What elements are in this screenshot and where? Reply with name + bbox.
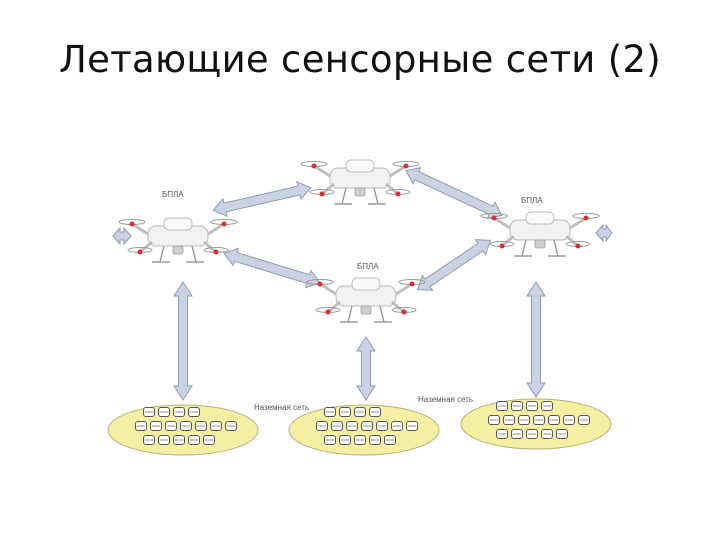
drone-right — [479, 210, 601, 258]
sensor-node-icon — [135, 421, 147, 431]
sensor-node-icon — [578, 415, 590, 425]
sensor-node-icon — [339, 407, 351, 417]
sensor-node-icon — [173, 435, 185, 445]
label-uav-center: БПЛА — [357, 262, 379, 271]
arrow-left-uav-to-top-uav — [212, 180, 312, 218]
sensor-node-icon — [511, 401, 523, 411]
arrow-left-edge — [112, 226, 132, 246]
label-ground-left: Наземная сеть — [254, 403, 309, 412]
arrow-right-edge — [595, 223, 613, 243]
drone-center — [305, 276, 427, 324]
sensor-node-icon — [548, 415, 560, 425]
drone-top — [299, 158, 421, 206]
sensor-node-icon — [188, 435, 200, 445]
sensor-node-icon — [488, 415, 500, 425]
arrow-left-uav-to-ground — [173, 281, 193, 401]
sensor-node-icon — [541, 401, 553, 411]
sensor-node-icon — [563, 415, 575, 425]
sensor-node-icon — [496, 429, 508, 439]
sensor-node-icon — [406, 421, 418, 431]
sensor-node-icon — [165, 421, 177, 431]
sensor-node-icon — [158, 407, 170, 417]
label-ground-right: Наземная сеть — [418, 395, 473, 404]
sensor-node-icon — [158, 435, 170, 445]
sensor-node-icon — [369, 435, 381, 445]
sensor-node-icon — [143, 435, 155, 445]
sensor-node-icon — [511, 429, 523, 439]
sensor-node-icon — [173, 407, 185, 417]
sensor-node-icon — [339, 435, 351, 445]
sensor-node-icon — [518, 415, 530, 425]
sensor-node-icon — [503, 415, 515, 425]
label-uav-left: БПЛА — [162, 190, 184, 199]
sensor-node-icon — [354, 407, 366, 417]
sensor-node-icon — [316, 421, 328, 431]
sensor-node-icon — [324, 435, 336, 445]
sensor-node-icon — [533, 415, 545, 425]
sensor-node-icon — [195, 421, 207, 431]
slide-title: Летающие сенсорные сети (2) — [58, 38, 662, 81]
sensor-node-icon — [210, 421, 222, 431]
sensor-node-icon — [203, 435, 215, 445]
label-uav-right: БПЛА — [521, 196, 543, 205]
sensor-node-icon — [541, 429, 553, 439]
sensor-node-icon — [556, 429, 568, 439]
sensor-node-icon — [180, 421, 192, 431]
sensor-node-icon — [369, 407, 381, 417]
sensor-node-icon — [324, 407, 336, 417]
sensor-node-icon — [354, 435, 366, 445]
drone-left — [117, 216, 239, 264]
sensor-node-icon — [496, 401, 508, 411]
sensor-node-icon — [225, 421, 237, 431]
arrow-right-uav-to-ground — [526, 281, 546, 398]
arrow-center-uav-to-ground — [356, 336, 376, 401]
sensor-node-icon — [188, 407, 200, 417]
arrow-left-uav-to-center-uav — [223, 247, 321, 289]
arrow-right-uav-to-center-uav — [416, 239, 492, 291]
sensor-node-icon — [526, 401, 538, 411]
sensor-node-icon — [331, 421, 343, 431]
sensor-node-icon — [361, 421, 373, 431]
sensor-node-icon — [150, 421, 162, 431]
sensor-node-icon — [376, 421, 388, 431]
sensor-node-icon — [384, 435, 396, 445]
sensor-node-icon — [143, 407, 155, 417]
sensor-node-icon — [526, 429, 538, 439]
arrow-top-uav-to-right-uav — [405, 166, 503, 220]
sensor-node-icon — [346, 421, 358, 431]
sensor-node-icon — [391, 421, 403, 431]
